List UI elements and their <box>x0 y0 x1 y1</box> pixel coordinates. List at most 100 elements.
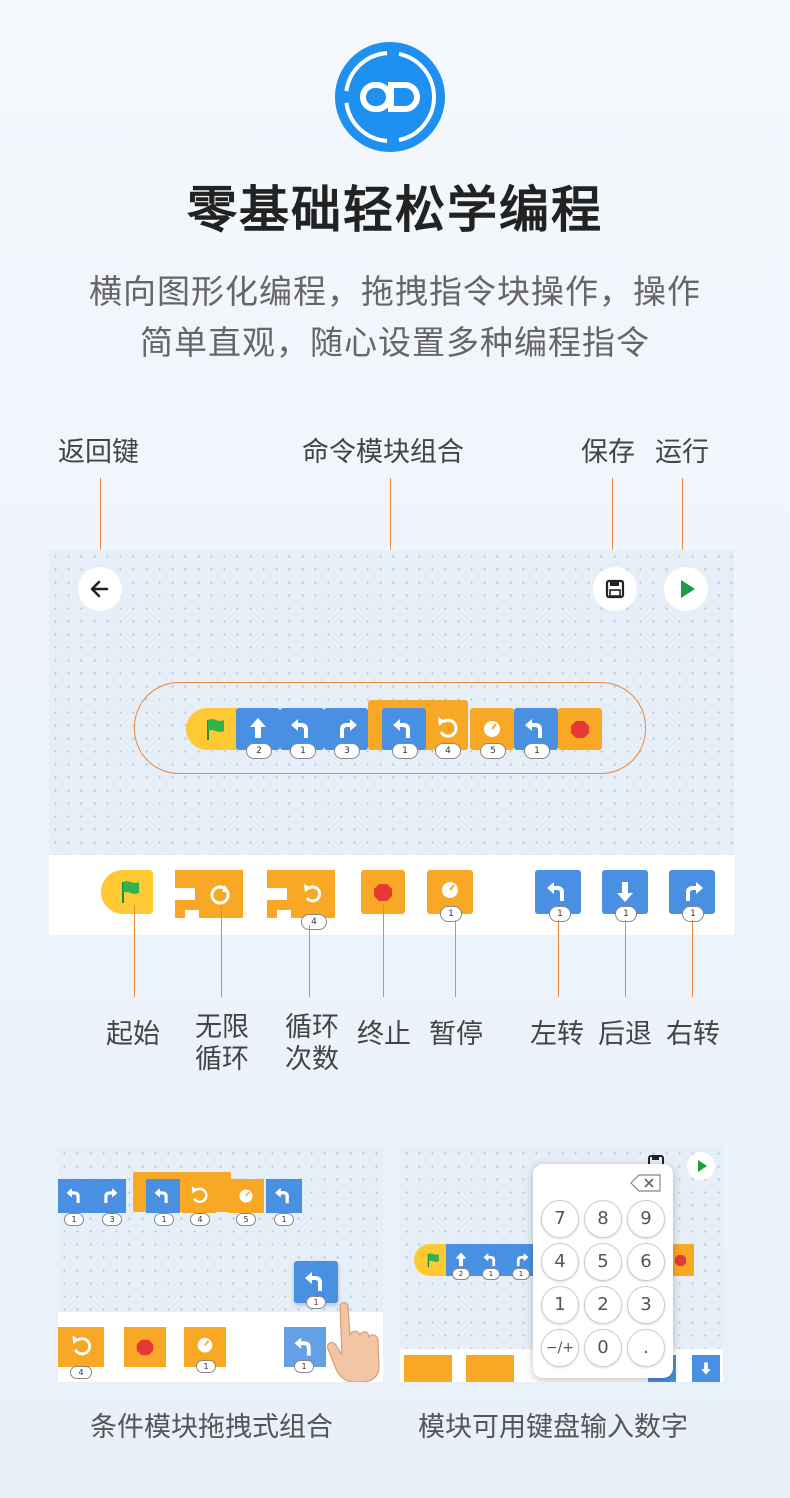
green-flag-icon <box>427 1253 439 1268</box>
param-bubble[interactable]: 1 <box>294 1360 314 1373</box>
turn-left-arrow-icon <box>483 1253 496 1267</box>
run-button[interactable] <box>687 1152 715 1180</box>
param-bubble[interactable]: 1 <box>512 1268 530 1280</box>
param-bubble[interactable]: 4 <box>435 743 461 759</box>
key-2[interactable]: 2 <box>584 1286 622 1324</box>
param-bubble[interactable]: 1 <box>306 1296 326 1309</box>
key-9[interactable]: 9 <box>627 1200 665 1238</box>
save-button[interactable] <box>593 567 637 611</box>
repeat-count-block[interactable] <box>182 1179 216 1213</box>
key-5[interactable]: 5 <box>584 1243 622 1281</box>
turn-right-block[interactable] <box>92 1179 126 1213</box>
callout-line <box>558 920 559 997</box>
key-7[interactable]: 7 <box>541 1200 579 1238</box>
floppy-disk-icon <box>605 579 625 599</box>
program-block-chain[interactable]: 2 1 3 1 4 5 1 <box>186 700 606 770</box>
palette-loop-forever-block[interactable] <box>404 1355 452 1382</box>
turn-right-arrow-icon <box>340 719 357 738</box>
keypad-demo-screenshot: 2 1 1 7 8 9 4 5 6 1 2 3 −/+ 0 . <box>400 1147 723 1382</box>
param-bubble[interactable]: 5 <box>236 1213 256 1226</box>
page-title: 零基础轻松学编程 <box>187 181 603 239</box>
key-decimal[interactable]: . <box>627 1329 665 1367</box>
turn-left-arrow-icon <box>66 1188 80 1203</box>
turn-left-arrow-icon <box>291 719 308 738</box>
back-button[interactable] <box>78 567 122 611</box>
palette-start-block[interactable] <box>101 870 153 914</box>
arrow-up-icon <box>455 1252 467 1267</box>
loop-forever-icon <box>175 870 243 918</box>
callout-line <box>134 905 135 997</box>
caption-keypad: 模块可用键盘输入数字 <box>418 1412 688 1443</box>
turn-left-block[interactable] <box>476 1244 506 1276</box>
label-line: 循环 <box>285 1012 339 1043</box>
param-bubble[interactable]: 1 <box>64 1213 84 1226</box>
run-button[interactable] <box>664 567 708 611</box>
pause-block[interactable] <box>228 1179 264 1213</box>
drag-demo-screenshot: 1 3 1 4 5 1 4 1 1 1 <box>58 1147 383 1382</box>
palette-loop-count-block[interactable] <box>58 1327 104 1367</box>
param-bubble[interactable]: 2 <box>452 1268 470 1280</box>
start-flag-block[interactable] <box>414 1244 448 1276</box>
param-bubble[interactable]: 1 <box>549 906 571 922</box>
label-line: 循环 <box>195 1044 249 1075</box>
param-bubble[interactable]: 1 <box>482 1268 500 1280</box>
loop-count-icon <box>267 870 335 918</box>
key-sign-toggle[interactable]: −/+ <box>541 1329 579 1367</box>
param-bubble[interactable]: 1 <box>682 906 704 922</box>
label-back-up: 后退 <box>598 1019 652 1050</box>
label-line: 次数 <box>285 1044 339 1075</box>
caption-drag: 条件模块拖拽式组合 <box>90 1412 333 1443</box>
turn-left-arrow-icon <box>154 1188 168 1203</box>
timer-icon <box>197 1337 213 1353</box>
block-palette: 4 1 1 1 1 <box>49 855 734 935</box>
param-bubble[interactable]: 3 <box>334 743 360 759</box>
key-6[interactable]: 6 <box>627 1243 665 1281</box>
param-bubble[interactable]: 2 <box>246 743 272 759</box>
callout-line <box>309 925 310 997</box>
param-bubble[interactable]: 5 <box>480 743 506 759</box>
callout-line <box>383 905 384 997</box>
backspace-button[interactable] <box>629 1173 663 1193</box>
label-loop-forever: 无限 循环 <box>191 1012 253 1076</box>
param-bubble[interactable]: 1 <box>524 743 550 759</box>
stop-block[interactable] <box>558 708 602 750</box>
turn-left-block[interactable] <box>146 1179 180 1213</box>
subtitle-line-2: 简单直观，随心设置多种编程指令 <box>140 323 650 362</box>
turn-left-block[interactable] <box>58 1179 92 1213</box>
param-bubble[interactable]: 1 <box>196 1360 216 1373</box>
key-1[interactable]: 1 <box>541 1286 579 1324</box>
pause-block[interactable] <box>470 708 514 750</box>
palette-loop-count-block[interactable] <box>466 1355 514 1382</box>
label-turn-left: 左转 <box>530 1019 584 1050</box>
stop-octagon-icon <box>136 1339 154 1356</box>
key-4[interactable]: 4 <box>541 1243 579 1281</box>
param-bubble[interactable]: 1 <box>440 906 462 922</box>
key-3[interactable]: 3 <box>627 1286 665 1324</box>
callout-line <box>612 478 613 568</box>
param-bubble[interactable]: 4 <box>190 1213 210 1226</box>
param-bubble[interactable]: 4 <box>70 1366 92 1379</box>
subtitle-line-1: 横向图形化编程，拖拽指令块操作，操作 <box>89 272 701 311</box>
param-bubble[interactable]: 1 <box>290 743 316 759</box>
loop-arrow-icon <box>191 1186 208 1204</box>
param-bubble[interactable]: 1 <box>615 906 637 922</box>
palette-loop-count-block[interactable] <box>265 870 337 918</box>
param-bubble[interactable]: 1 <box>154 1213 174 1226</box>
palette-stop-block[interactable] <box>124 1327 166 1367</box>
callout-line <box>221 905 222 997</box>
param-bubble[interactable]: 4 <box>301 914 327 930</box>
start-flag-block[interactable] <box>186 708 238 750</box>
palette-loop-forever-block[interactable] <box>173 870 245 918</box>
callout-combo: 命令模块组合 <box>302 437 464 468</box>
key-0[interactable]: 0 <box>584 1329 622 1367</box>
key-8[interactable]: 8 <box>584 1200 622 1238</box>
turn-left-block[interactable] <box>266 1179 302 1213</box>
turn-left-arrow-icon <box>547 882 564 901</box>
play-icon <box>681 580 695 598</box>
param-bubble[interactable]: 3 <box>102 1213 122 1226</box>
callout-line <box>692 920 693 997</box>
palette-back-up-block[interactable] <box>692 1355 720 1382</box>
param-bubble[interactable]: 1 <box>274 1213 294 1226</box>
callout-line <box>100 478 101 562</box>
param-bubble[interactable]: 1 <box>392 743 418 759</box>
